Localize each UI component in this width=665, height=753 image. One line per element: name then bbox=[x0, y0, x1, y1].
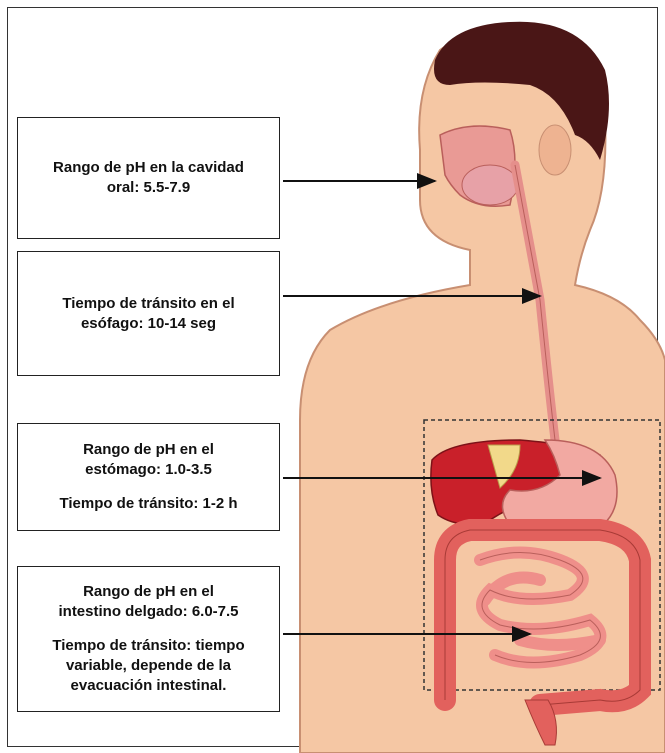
intestine-transit-3: evacuación intestinal. bbox=[71, 676, 227, 696]
esophagus-line-2: esófago: 10-14 seg bbox=[81, 314, 216, 334]
stomach-line-2: estómago: 1.0-3.5 bbox=[85, 460, 212, 480]
esophagus-line-1: Tiempo de tránsito en el bbox=[62, 294, 234, 314]
tongue bbox=[462, 165, 518, 205]
intestine-transit-1: Tiempo de tránsito: tiempo bbox=[52, 636, 244, 656]
stomach-line-1: Rango de pH en el bbox=[83, 440, 214, 460]
stomach-annotation-box: Rango de pH en el estómago: 1.0-3.5 Tiem… bbox=[17, 423, 280, 531]
stomach-transit: Tiempo de tránsito: 1-2 h bbox=[59, 494, 237, 514]
intestine-annotation-box: Rango de pH en el intestino delgado: 6.0… bbox=[17, 566, 280, 712]
esophagus-annotation-box: Tiempo de tránsito en el esófago: 10-14 … bbox=[17, 251, 280, 376]
ear bbox=[539, 125, 571, 175]
oral-line-1: Rango de pH en la cavidad bbox=[53, 158, 244, 178]
intestine-transit-2: variable, depende de la bbox=[66, 656, 231, 676]
oral-line-2: oral: 5.5-7.9 bbox=[107, 178, 190, 198]
intestine-line-2: intestino delgado: 6.0-7.5 bbox=[58, 602, 238, 622]
intestine-line-1: Rango de pH en el bbox=[83, 582, 214, 602]
oral-annotation-box: Rango de pH en la cavidad oral: 5.5-7.9 bbox=[17, 117, 280, 239]
